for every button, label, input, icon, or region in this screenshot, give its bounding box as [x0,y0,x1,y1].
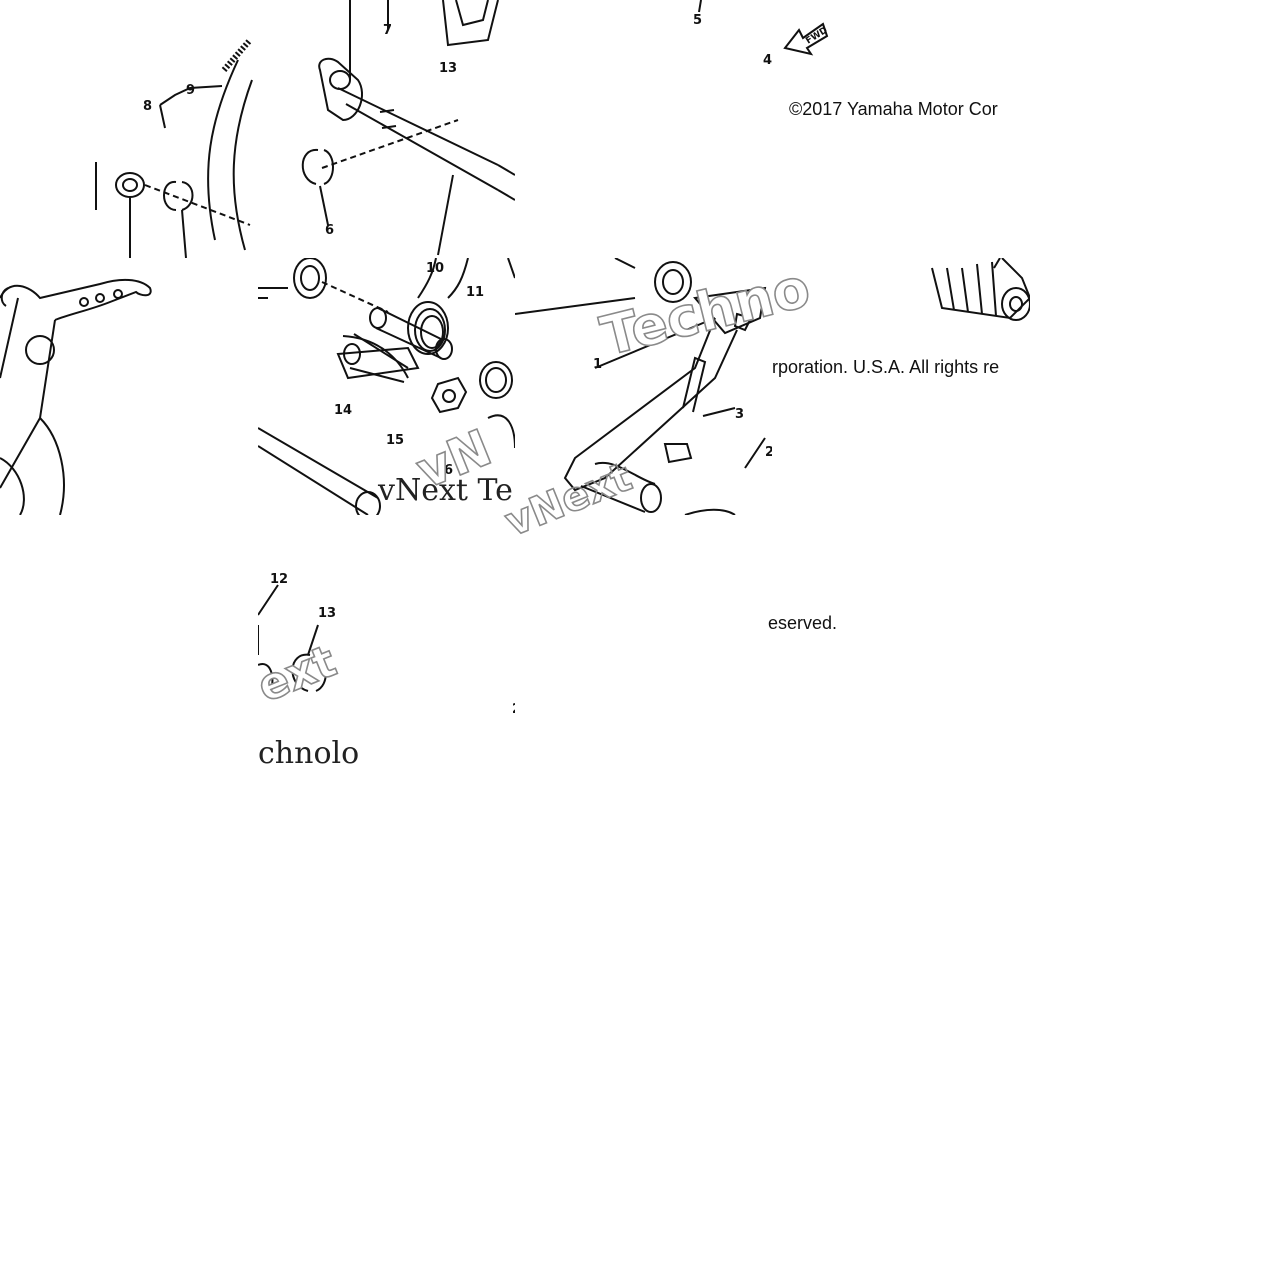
callout-3: 3 [735,407,745,422]
callout-6-mid: 6 [444,463,454,478]
callout-2-right: 2 [765,445,772,460]
tile-bottom-center: 12 13 2 ext chnolo [258,515,515,772]
tile-top-left: 8 9 [0,0,258,258]
callout-9: 9 [186,83,196,98]
tile-mid-left [0,258,258,515]
callout-7: 7 [383,23,393,38]
tile-right: rporation. U.S.A. All rights re ) [772,258,1030,515]
spring-nut-drawing [258,258,515,515]
callout-10: 10 [426,261,445,276]
callout-8: 8 [143,99,153,114]
callout-12: 12 [270,572,289,587]
copyright-text-end: eserved. [768,613,838,633]
tile-mid-right: 1 3 2 [515,258,772,515]
tile-top-center: 7 13 6 [258,0,515,258]
callout-2-bottom: 2 [512,703,515,716]
copyright-text-middle: rporation. U.S.A. All rights re [772,357,1000,377]
callout-11: 11 [466,285,485,300]
callout-13-bottom: 13 [318,606,337,621]
tile-top-right: FWD 5 4 ©2017 Yamaha Motor Cor [515,0,1030,258]
callout-6-top: 6 [325,223,335,238]
callout-4: 4 [763,53,773,68]
shift-pedal-drawing [515,258,767,515]
footpeg-rubber-drawing [931,258,1030,321]
callout-1: 1 [593,357,603,372]
callout-13-top: 13 [439,61,458,76]
watermark-serif: vNext Te [378,473,513,508]
tile-mid-center: 10 11 14 15 6 vNext Te [258,258,515,515]
copyright-text-line: ©2017 Yamaha Motor Cor [789,99,998,119]
fork-arm-drawing [0,278,152,515]
watermark-serif-chnolo: chnolo [258,736,360,771]
callout-15: 15 [386,433,405,448]
spring-and-fork-drawing [95,38,253,258]
callout-14: 14 [334,403,353,418]
callout-5: 5 [693,13,703,28]
fwd-arrow-drawing: FWD [698,0,830,56]
shift-shaft-drawing [301,0,515,256]
circlip-drawing [258,584,327,696]
